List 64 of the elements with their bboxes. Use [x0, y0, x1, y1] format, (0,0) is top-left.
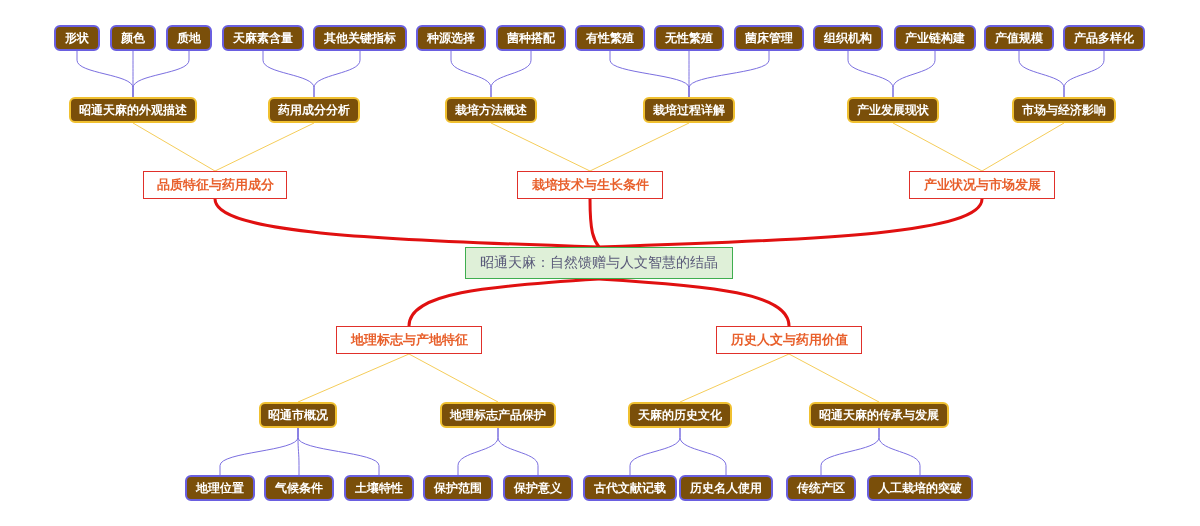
connector-line: [688, 50, 770, 98]
connector-line: [598, 277, 791, 327]
connector-line: [679, 353, 790, 403]
connector-line: [214, 122, 315, 172]
leaf-box: 人工栽培的突破: [867, 475, 973, 501]
subtopic-box: 昭通天麻的外观描述: [69, 97, 197, 123]
leaf-box: 有性繁殖: [575, 25, 645, 51]
subtopic-box: 天麻的历史文化: [628, 402, 732, 428]
connector-line: [313, 50, 361, 98]
subtopic-box: 药用成分分析: [268, 97, 360, 123]
leaf-box: 保护范围: [423, 475, 493, 501]
subtopic-box: 市场与经济影响: [1012, 97, 1116, 123]
connector-line: [490, 122, 591, 172]
subtopic-box: 昭通市概况: [259, 402, 337, 428]
connector-line: [408, 353, 499, 403]
connector-line: [788, 353, 880, 403]
branch-box: 地理标志与产地特征: [336, 326, 482, 354]
leaf-box: 无性繁殖: [654, 25, 724, 51]
connector-line: [132, 50, 190, 98]
connector-line: [892, 50, 936, 98]
leaf-box: 菌种搭配: [496, 25, 566, 51]
leaf-box: 质地: [166, 25, 212, 51]
leaf-box: 产业链构建: [894, 25, 976, 51]
leaf-box: 产值规模: [984, 25, 1054, 51]
connector-line: [892, 122, 983, 172]
connector-line: [213, 198, 600, 249]
branch-box: 栽培技术与生长条件: [517, 171, 663, 199]
connector-line: [589, 122, 690, 172]
leaf-box: 气候条件: [264, 475, 334, 501]
leaf-box: 其他关键指标: [313, 25, 407, 51]
leaf-box: 历史名人使用: [679, 475, 773, 501]
leaf-box: 形状: [54, 25, 100, 51]
leaf-box: 颜色: [110, 25, 156, 51]
connector-line: [1063, 50, 1105, 98]
central-topic-box: 昭通天麻：自然馈赠与人文智慧的结晶: [465, 247, 733, 279]
leaf-box: 古代文献记载: [583, 475, 677, 501]
leaf-box: 保护意义: [503, 475, 573, 501]
connector-line: [407, 277, 600, 327]
leaf-box: 种源选择: [416, 25, 486, 51]
branch-box: 品质特征与药用成分: [143, 171, 287, 199]
connector-line: [981, 122, 1065, 172]
leaf-box: 产品多样化: [1063, 25, 1145, 51]
leaf-box: 天麻素含量: [222, 25, 304, 51]
branch-box: 历史人文与药用价值: [716, 326, 862, 354]
connector-line: [679, 427, 727, 476]
leaf-box: 地理位置: [185, 475, 255, 501]
connector-line: [132, 122, 216, 172]
subtopic-box: 栽培方法概述: [445, 97, 537, 123]
leaf-box: 菌床管理: [734, 25, 804, 51]
leaf-box: 传统产区: [786, 475, 856, 501]
connector-line: [878, 427, 921, 476]
connector-line: [598, 198, 984, 249]
connector-line: [497, 427, 539, 476]
subtopic-box: 栽培过程详解: [643, 97, 735, 123]
leaf-box: 组织机构: [813, 25, 883, 51]
branch-box: 产业状况与市场发展: [909, 171, 1055, 199]
connector-line: [490, 50, 532, 98]
connector-line: [297, 353, 410, 403]
connector-line: [297, 427, 380, 476]
subtopic-box: 产业发展现状: [847, 97, 939, 123]
subtopic-box: 昭通天麻的传承与发展: [809, 402, 949, 428]
subtopic-box: 地理标志产品保护: [440, 402, 556, 428]
leaf-box: 土壤特性: [344, 475, 414, 501]
connector-line: [588, 199, 601, 248]
